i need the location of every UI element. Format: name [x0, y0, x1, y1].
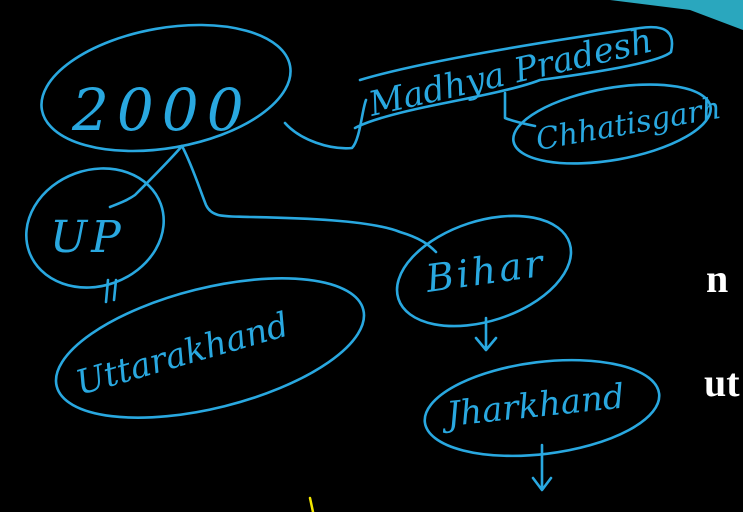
node-2000: 2000: [40, 23, 292, 153]
node-up-outline: [24, 167, 166, 289]
node-chhatisgarh-outline: [512, 83, 712, 165]
node-bihar: Bihar: [395, 214, 573, 328]
connector-root-to-up: [108, 144, 184, 209]
connector-root-to-madhya-pradesh: [283, 98, 368, 150]
node-up-label: UP: [50, 212, 125, 263]
node-uttarakhand-outline: [54, 277, 366, 419]
node-2000-outline: [40, 23, 292, 153]
node-chhatisgarh: Chhatisgarh: [512, 83, 724, 165]
connector-root-to-bihar: [180, 144, 438, 254]
node-2000-label: 2000: [71, 76, 252, 144]
node-jharkhand-outline: [423, 358, 661, 458]
node-madhya-pradesh-outline: [353, 25, 674, 130]
node-up: UP: [24, 167, 166, 289]
connectors: [104, 91, 553, 492]
connector-jharkhand-down: [531, 443, 553, 492]
slide-text-fragment: n: [706, 256, 729, 301]
node-bihar-label: Bihar: [422, 241, 548, 301]
node-uttarakhand: Uttarakhand: [54, 277, 366, 419]
node-jharkhand-label: Jharkhand: [439, 377, 627, 436]
connector-madhya-to-chhatisgarh: [503, 91, 537, 128]
slide-text-fragment: ut: [704, 360, 740, 405]
node-uttarakhand-label: Uttarakhand: [71, 305, 293, 404]
node-bihar-outline: [395, 214, 573, 328]
corner-accent: [610, 0, 743, 30]
pointer-mark: [308, 496, 315, 512]
